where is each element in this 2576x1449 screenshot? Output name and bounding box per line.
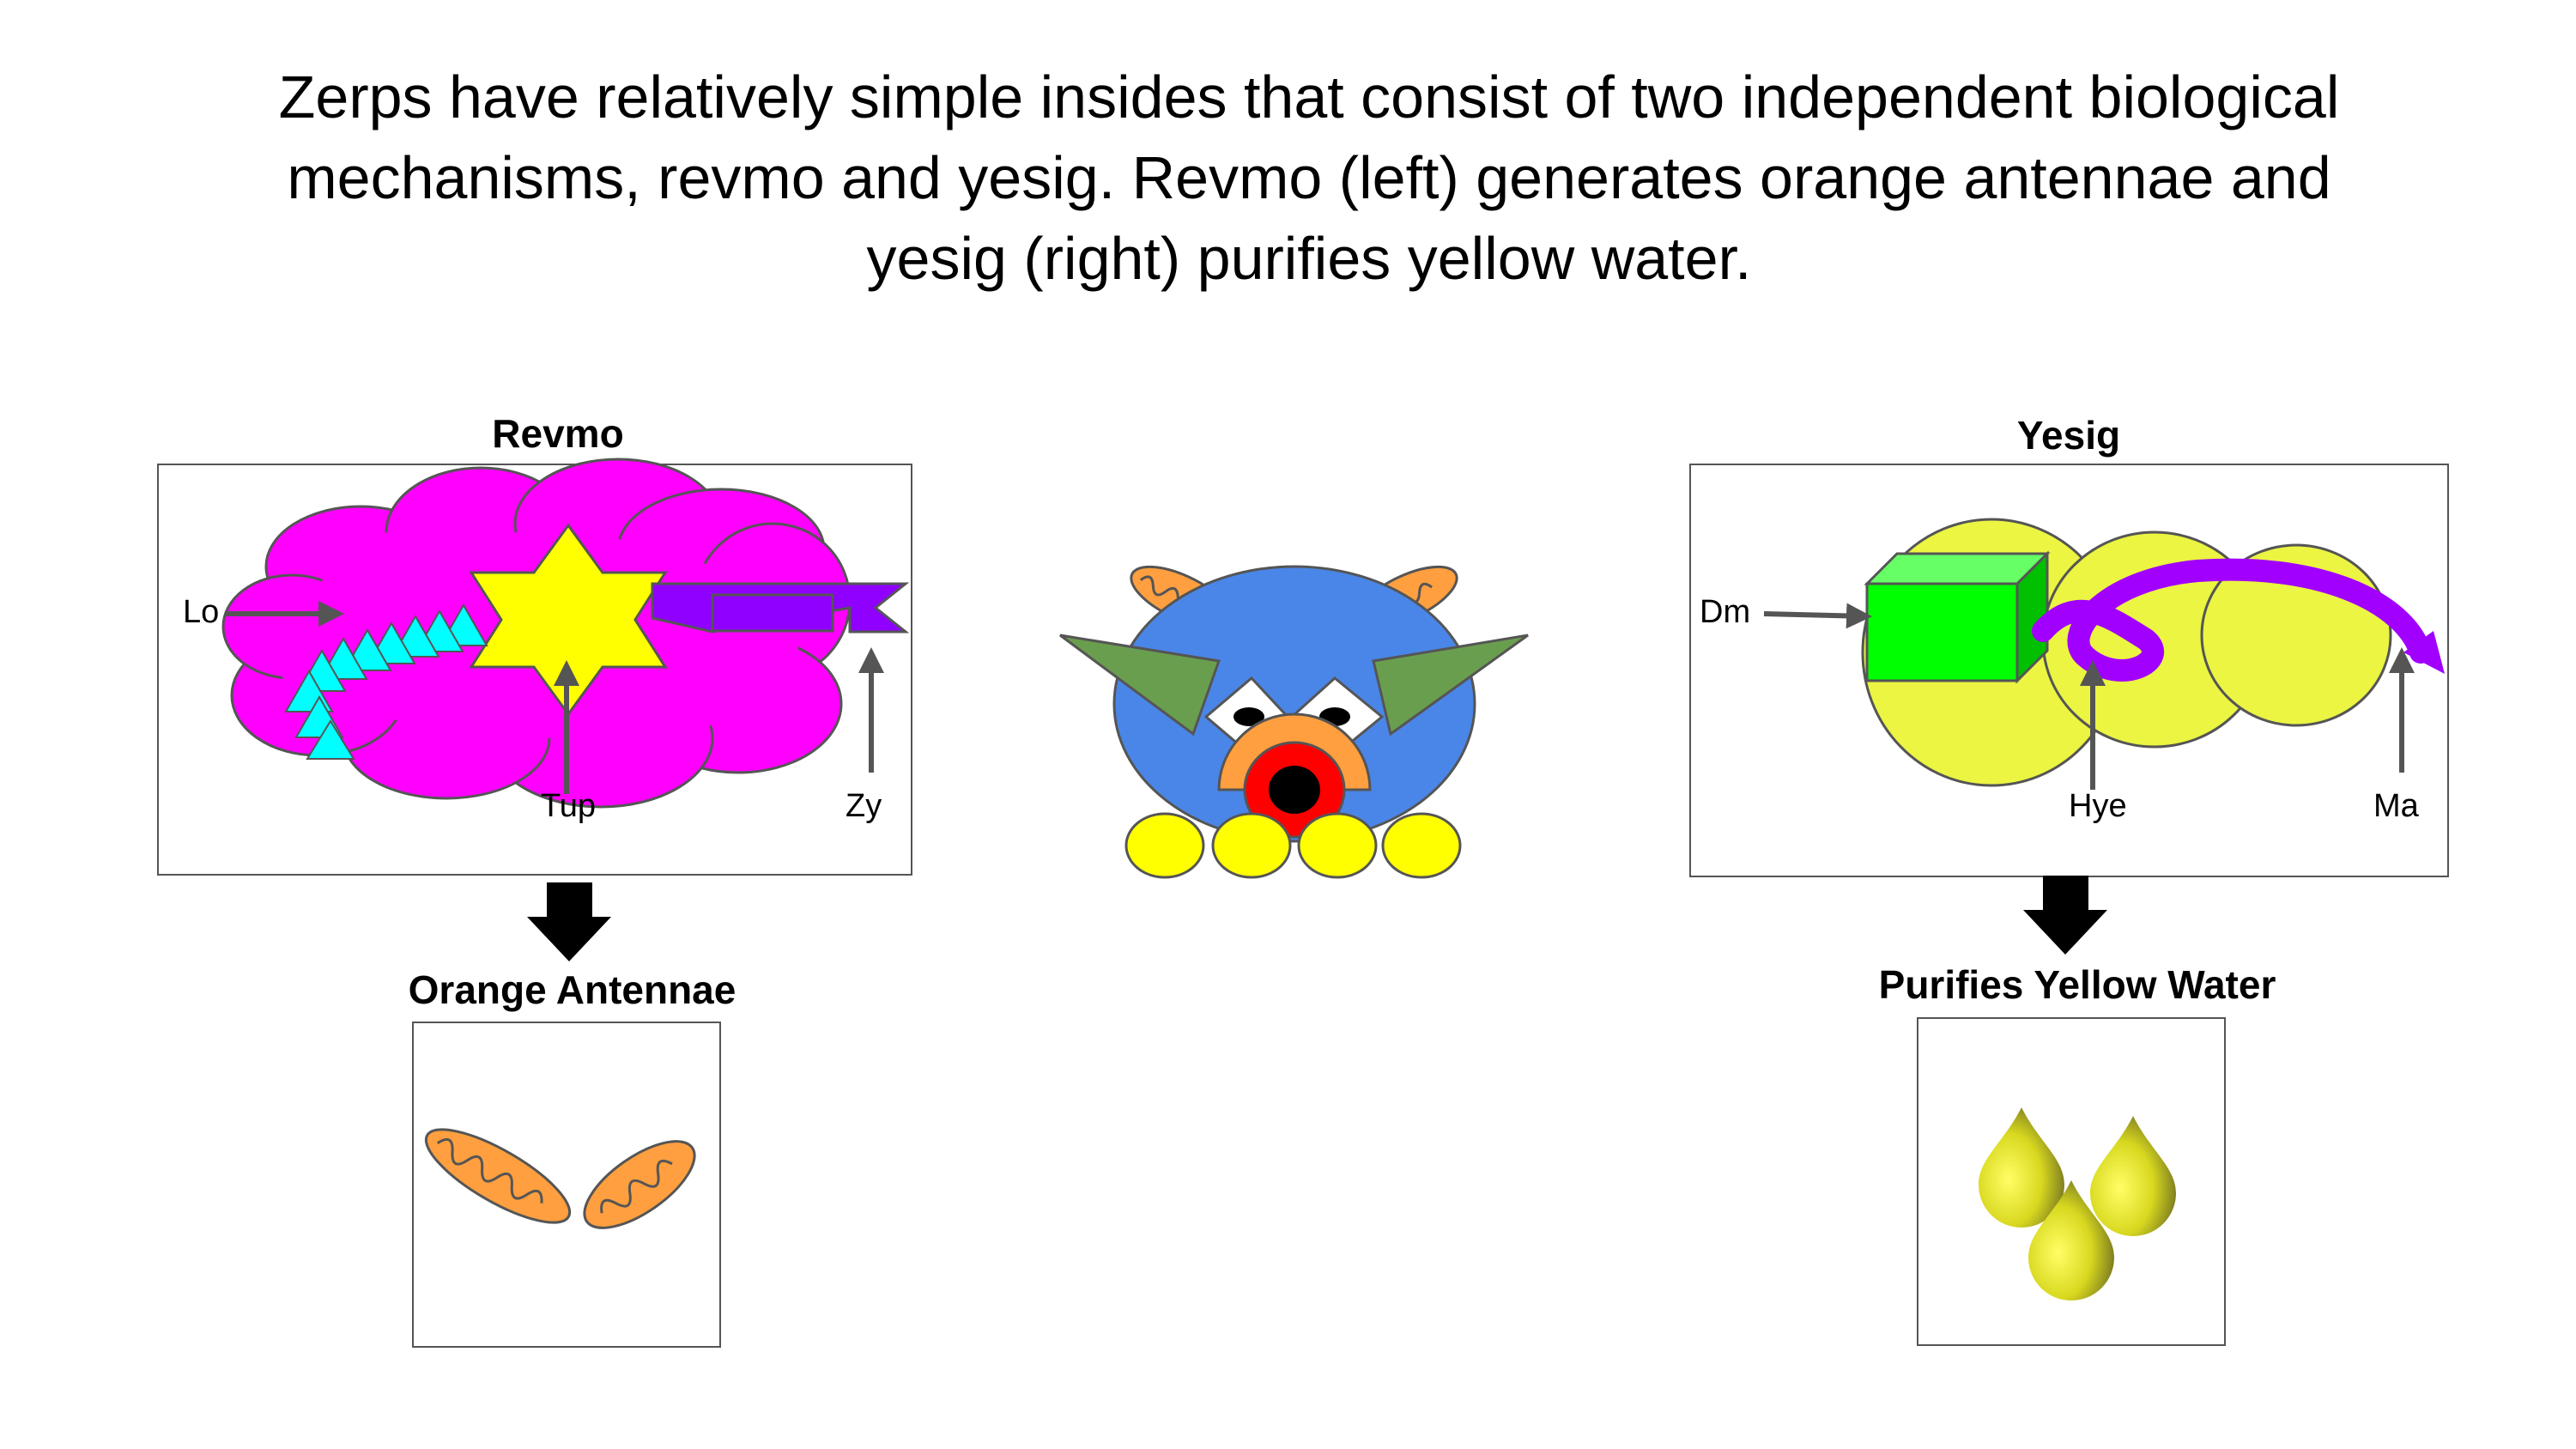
yesig-title: Yesig (2016, 413, 2121, 458)
caption-line-2: mechanisms, revmo and yesig. Revmo (left… (287, 144, 2331, 211)
zerp-ear-right (1372, 634, 1529, 737)
hye-label: Hye (2069, 788, 2127, 824)
antenna-right (583, 1140, 696, 1229)
dm-label: Dm (1700, 594, 1751, 630)
zerp-feet (1124, 812, 1462, 879)
lo-label: Lo (183, 594, 220, 630)
purifies-yellow-water-title: Purifies Yellow Water (1878, 962, 2276, 1007)
water-drop-1 (1979, 1107, 2064, 1228)
tup-label: Tup (541, 788, 597, 824)
caption-line-3: yesig (right) purifies yellow water. (866, 225, 1752, 292)
ma-label: Ma (2373, 788, 2419, 824)
revmo-ribbon (651, 582, 910, 634)
water-drop-2 (2090, 1116, 2176, 1236)
caption: Zerps have relatively simple insides tha… (129, 57, 2489, 299)
caption-line-1: Zerps have relatively simple insides tha… (278, 64, 2340, 130)
orange-antennae-title: Orange Antennae (408, 967, 736, 1012)
yesig-ribbon (2032, 558, 2432, 682)
antenna-left (424, 1128, 572, 1224)
zerp-ear-left (1059, 634, 1221, 737)
revmo-triangles (284, 603, 488, 760)
zerp-body (1112, 565, 1476, 843)
dm-arrow (1763, 603, 1872, 629)
water-drop-3 (2028, 1180, 2114, 1300)
zy-label: Zy (846, 788, 882, 824)
revmo-title: Revmo (492, 411, 624, 456)
yesig-cube (1864, 550, 2051, 684)
